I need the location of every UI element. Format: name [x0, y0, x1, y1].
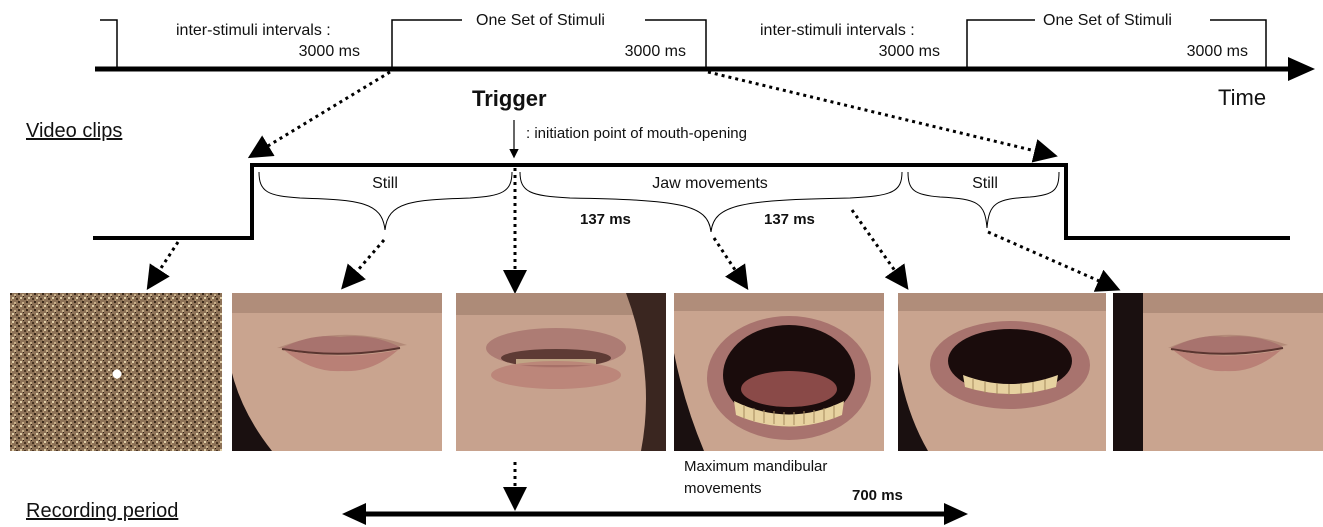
isi-value-1: 3000 ms: [280, 44, 360, 60]
recording-period-label: Recording period: [26, 501, 178, 521]
jaw-movements-label: Jaw movements: [630, 176, 790, 192]
recording-arrowhead-left: [342, 503, 366, 525]
isi-value-2: 3000 ms: [860, 44, 940, 60]
still-before-label: Still: [355, 176, 415, 192]
trigger-description: : initiation point of mouth-opening: [526, 126, 747, 141]
set-value-2: 3000 ms: [1160, 44, 1248, 60]
still-after-label: Still: [955, 176, 1015, 192]
time-axis-arrowhead: [1288, 57, 1315, 81]
trigger-title: Trigger: [472, 88, 547, 110]
set-value-1: 3000 ms: [600, 44, 686, 60]
frame-arrow-2: [345, 240, 384, 285]
fixation-dot: [113, 370, 122, 379]
max-open-mouth-frame: [674, 293, 884, 451]
set-label-1: One Set of Stimuli: [476, 13, 605, 29]
jaw-open-duration: 137 ms: [580, 212, 631, 227]
expand-arrow-left: [253, 72, 390, 155]
max-label-line1: Maximum mandibular: [684, 459, 827, 474]
closing-mouth-frame: [898, 293, 1106, 451]
blurred-opening-frame: [456, 293, 666, 451]
leading-interval-edge: [100, 20, 117, 69]
frame-arrow-6: [988, 232, 1115, 288]
isi-label-2: inter-stimuli intervals :: [760, 23, 915, 39]
jaw-close-duration: 137 ms: [764, 212, 815, 227]
set-label-2: One Set of Stimuli: [1043, 13, 1172, 29]
frame-arrow-5: [852, 210, 905, 285]
noise-fixation-frame: [10, 293, 222, 451]
isi-label-1: inter-stimuli intervals :: [176, 23, 331, 39]
closed-mouth-end-frame: [1113, 293, 1323, 451]
frame-arrow-4: [714, 238, 745, 285]
video-clips-label: Video clips: [26, 121, 122, 141]
frame-arrow-1: [150, 242, 178, 285]
recording-arrowhead-right: [944, 503, 968, 525]
closed-mouth-frame: [232, 293, 442, 451]
max-label-line2: movements: [684, 481, 762, 496]
recording-duration: 700 ms: [852, 488, 903, 503]
expand-arrow-right: [708, 72, 1052, 155]
time-label: Time: [1218, 87, 1266, 109]
